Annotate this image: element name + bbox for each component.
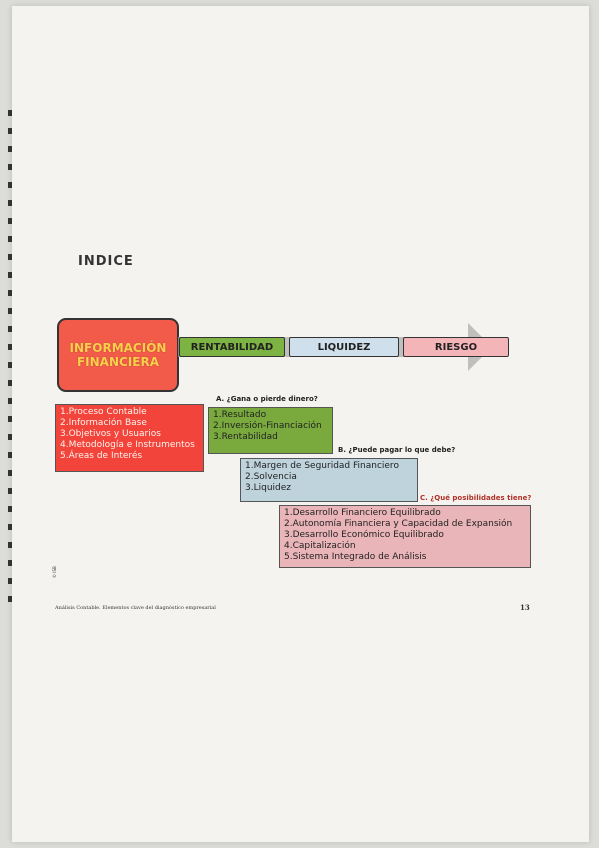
- list-item: 4.Capitalización: [284, 541, 356, 551]
- binding-holes: [8, 110, 12, 610]
- question-a: A. ¿Gana o pierde dinero?: [216, 395, 318, 403]
- list-item: 3.Liquidez: [245, 483, 291, 493]
- list-item: 5.Sistema Integrado de Análisis: [284, 552, 427, 562]
- list-item: 4.Metodología e Instrumentos: [60, 440, 195, 450]
- question-c: C. ¿Qué posibilidades tiene?: [420, 494, 532, 502]
- list-item: 1.Proceso Contable: [60, 407, 147, 417]
- list-item: 1.Resultado: [213, 410, 267, 420]
- list-item: 3.Desarrollo Económico Equilibrado: [284, 530, 444, 540]
- side-mark: © ISB: [52, 566, 57, 578]
- rentabilidad-list: 1.Resultado 2.Inversión-Financiación 3.R…: [208, 407, 333, 454]
- tag-riesgo: RIESGO: [403, 337, 509, 357]
- riesgo-list: 1.Desarrollo Financiero Equilibrado 2.Au…: [279, 505, 531, 568]
- list-item: 1.Margen de Seguridad Financiero: [245, 461, 399, 471]
- footer-text: Análisis Contable. Elementos clave del d…: [55, 605, 216, 611]
- informacion-financiera-box: INFORMACIÓN FINANCIERA: [57, 318, 179, 392]
- info-box-line-2: FINANCIERA: [76, 355, 159, 369]
- liquidez-list: 1.Margen de Seguridad Financiero 2.Solve…: [240, 458, 418, 502]
- list-item: 1.Desarrollo Financiero Equilibrado: [284, 508, 441, 518]
- list-item: 2.Solvencia: [245, 472, 297, 482]
- question-b: B. ¿Puede pagar lo que debe?: [338, 446, 456, 454]
- info-box-line-1: INFORMACIÓN: [69, 341, 167, 355]
- tag-rentabilidad: RENTABILIDAD: [179, 337, 285, 357]
- list-item: 2.Autonomía Financiera y Capacidad de Ex…: [284, 519, 513, 529]
- list-item: 3.Rentabilidad: [213, 432, 278, 442]
- list-item: 3.Objetivos y Usuarios: [60, 429, 161, 439]
- page-title: INDICE: [78, 254, 134, 269]
- list-item: 5.Áreas de Interés: [60, 451, 143, 461]
- list-item: 2.Información Base: [60, 418, 147, 428]
- list-item: 2.Inversión-Financiación: [213, 421, 322, 431]
- info-list: 1.Proceso Contable 2.Información Base 3.…: [55, 404, 204, 472]
- page-number: 13: [520, 603, 530, 612]
- tag-liquidez: LIQUIDEZ: [289, 337, 399, 357]
